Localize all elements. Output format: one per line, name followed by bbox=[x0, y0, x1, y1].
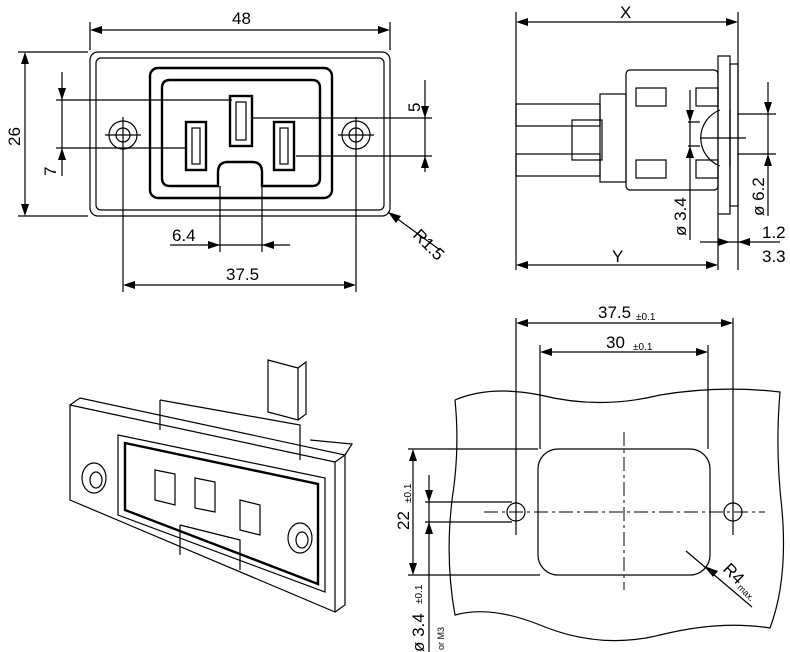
panel-cutout-view: 37.5 ±0.1 30 ±0.1 22 ±0.1 ø 3.4 ±0.1 or … bbox=[394, 303, 785, 652]
perspective-view bbox=[69, 359, 354, 613]
cutout-hole-alt-label: or M3 bbox=[436, 627, 446, 650]
cutout-hole-spacing-label: 37.5 bbox=[598, 303, 631, 322]
cutout-corner-radius-note: max. bbox=[736, 582, 757, 603]
height-label: 26 bbox=[5, 127, 24, 146]
hole-spacing-label: 37.5 bbox=[226, 265, 259, 284]
side-view: X Y ø 3.4 ø 6.2 1.2 3.3 bbox=[515, 3, 786, 270]
flange-total-label: 3.3 bbox=[762, 247, 786, 266]
body-length-label: Y bbox=[612, 247, 623, 266]
cutout-height-label: 22 bbox=[394, 511, 413, 530]
side-hole-dia-label: ø 3.4 bbox=[671, 197, 690, 236]
cutout-width-tol: ±0.1 bbox=[633, 342, 653, 353]
cutout-hole-dia-tol: ±0.1 bbox=[414, 584, 425, 604]
pin-offset-label: 7 bbox=[41, 167, 60, 176]
width-label: 48 bbox=[232, 9, 251, 28]
flange-thickness-label: 1.2 bbox=[762, 223, 786, 242]
top-offset-label: 5 bbox=[405, 103, 424, 112]
overall-length-label: X bbox=[620, 3, 631, 22]
cutout-height-tol: ±0.1 bbox=[403, 483, 414, 503]
cutout-hole-spacing-tol: ±0.1 bbox=[636, 312, 656, 323]
cutout-width-label: 30 bbox=[606, 333, 625, 352]
head-dia-label: ø 6.2 bbox=[749, 177, 768, 216]
cutout-hole-dia-label: ø 3.4 bbox=[409, 613, 428, 652]
pin-spacing-label: 6.4 bbox=[172, 226, 196, 245]
front-view: 48 26 7 5 6.4 37.5 R1.5 bbox=[5, 9, 448, 292]
